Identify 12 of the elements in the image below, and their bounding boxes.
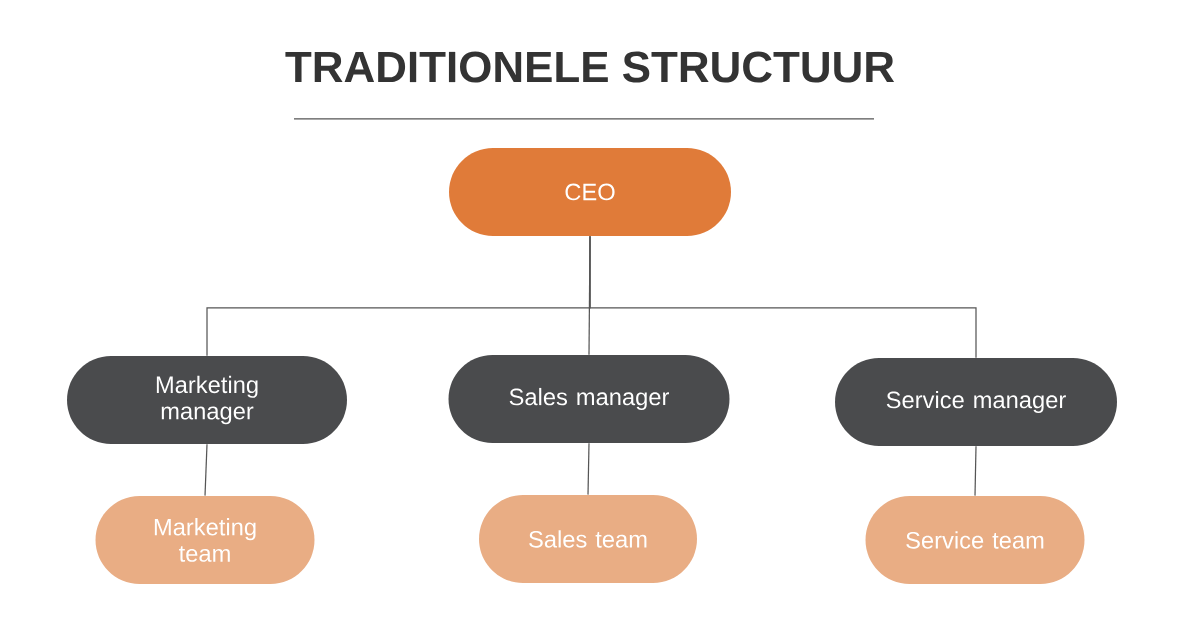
team-box: Marketing team (95, 496, 315, 584)
executive-box: CEO (449, 148, 731, 236)
manager-box: Sales manager (448, 355, 730, 443)
connector-line (589, 235, 977, 359)
connector-line (204, 443, 208, 497)
title: TRADITIONELE STRUCTUUR (285, 51, 895, 83)
manager-box: Service manager (835, 358, 1117, 446)
team-box: Sales team (479, 495, 697, 583)
connector-line (587, 442, 590, 496)
manager-box: Marketing manager (67, 356, 347, 444)
team-box: Service team (865, 496, 1085, 584)
connector-line (974, 445, 977, 497)
